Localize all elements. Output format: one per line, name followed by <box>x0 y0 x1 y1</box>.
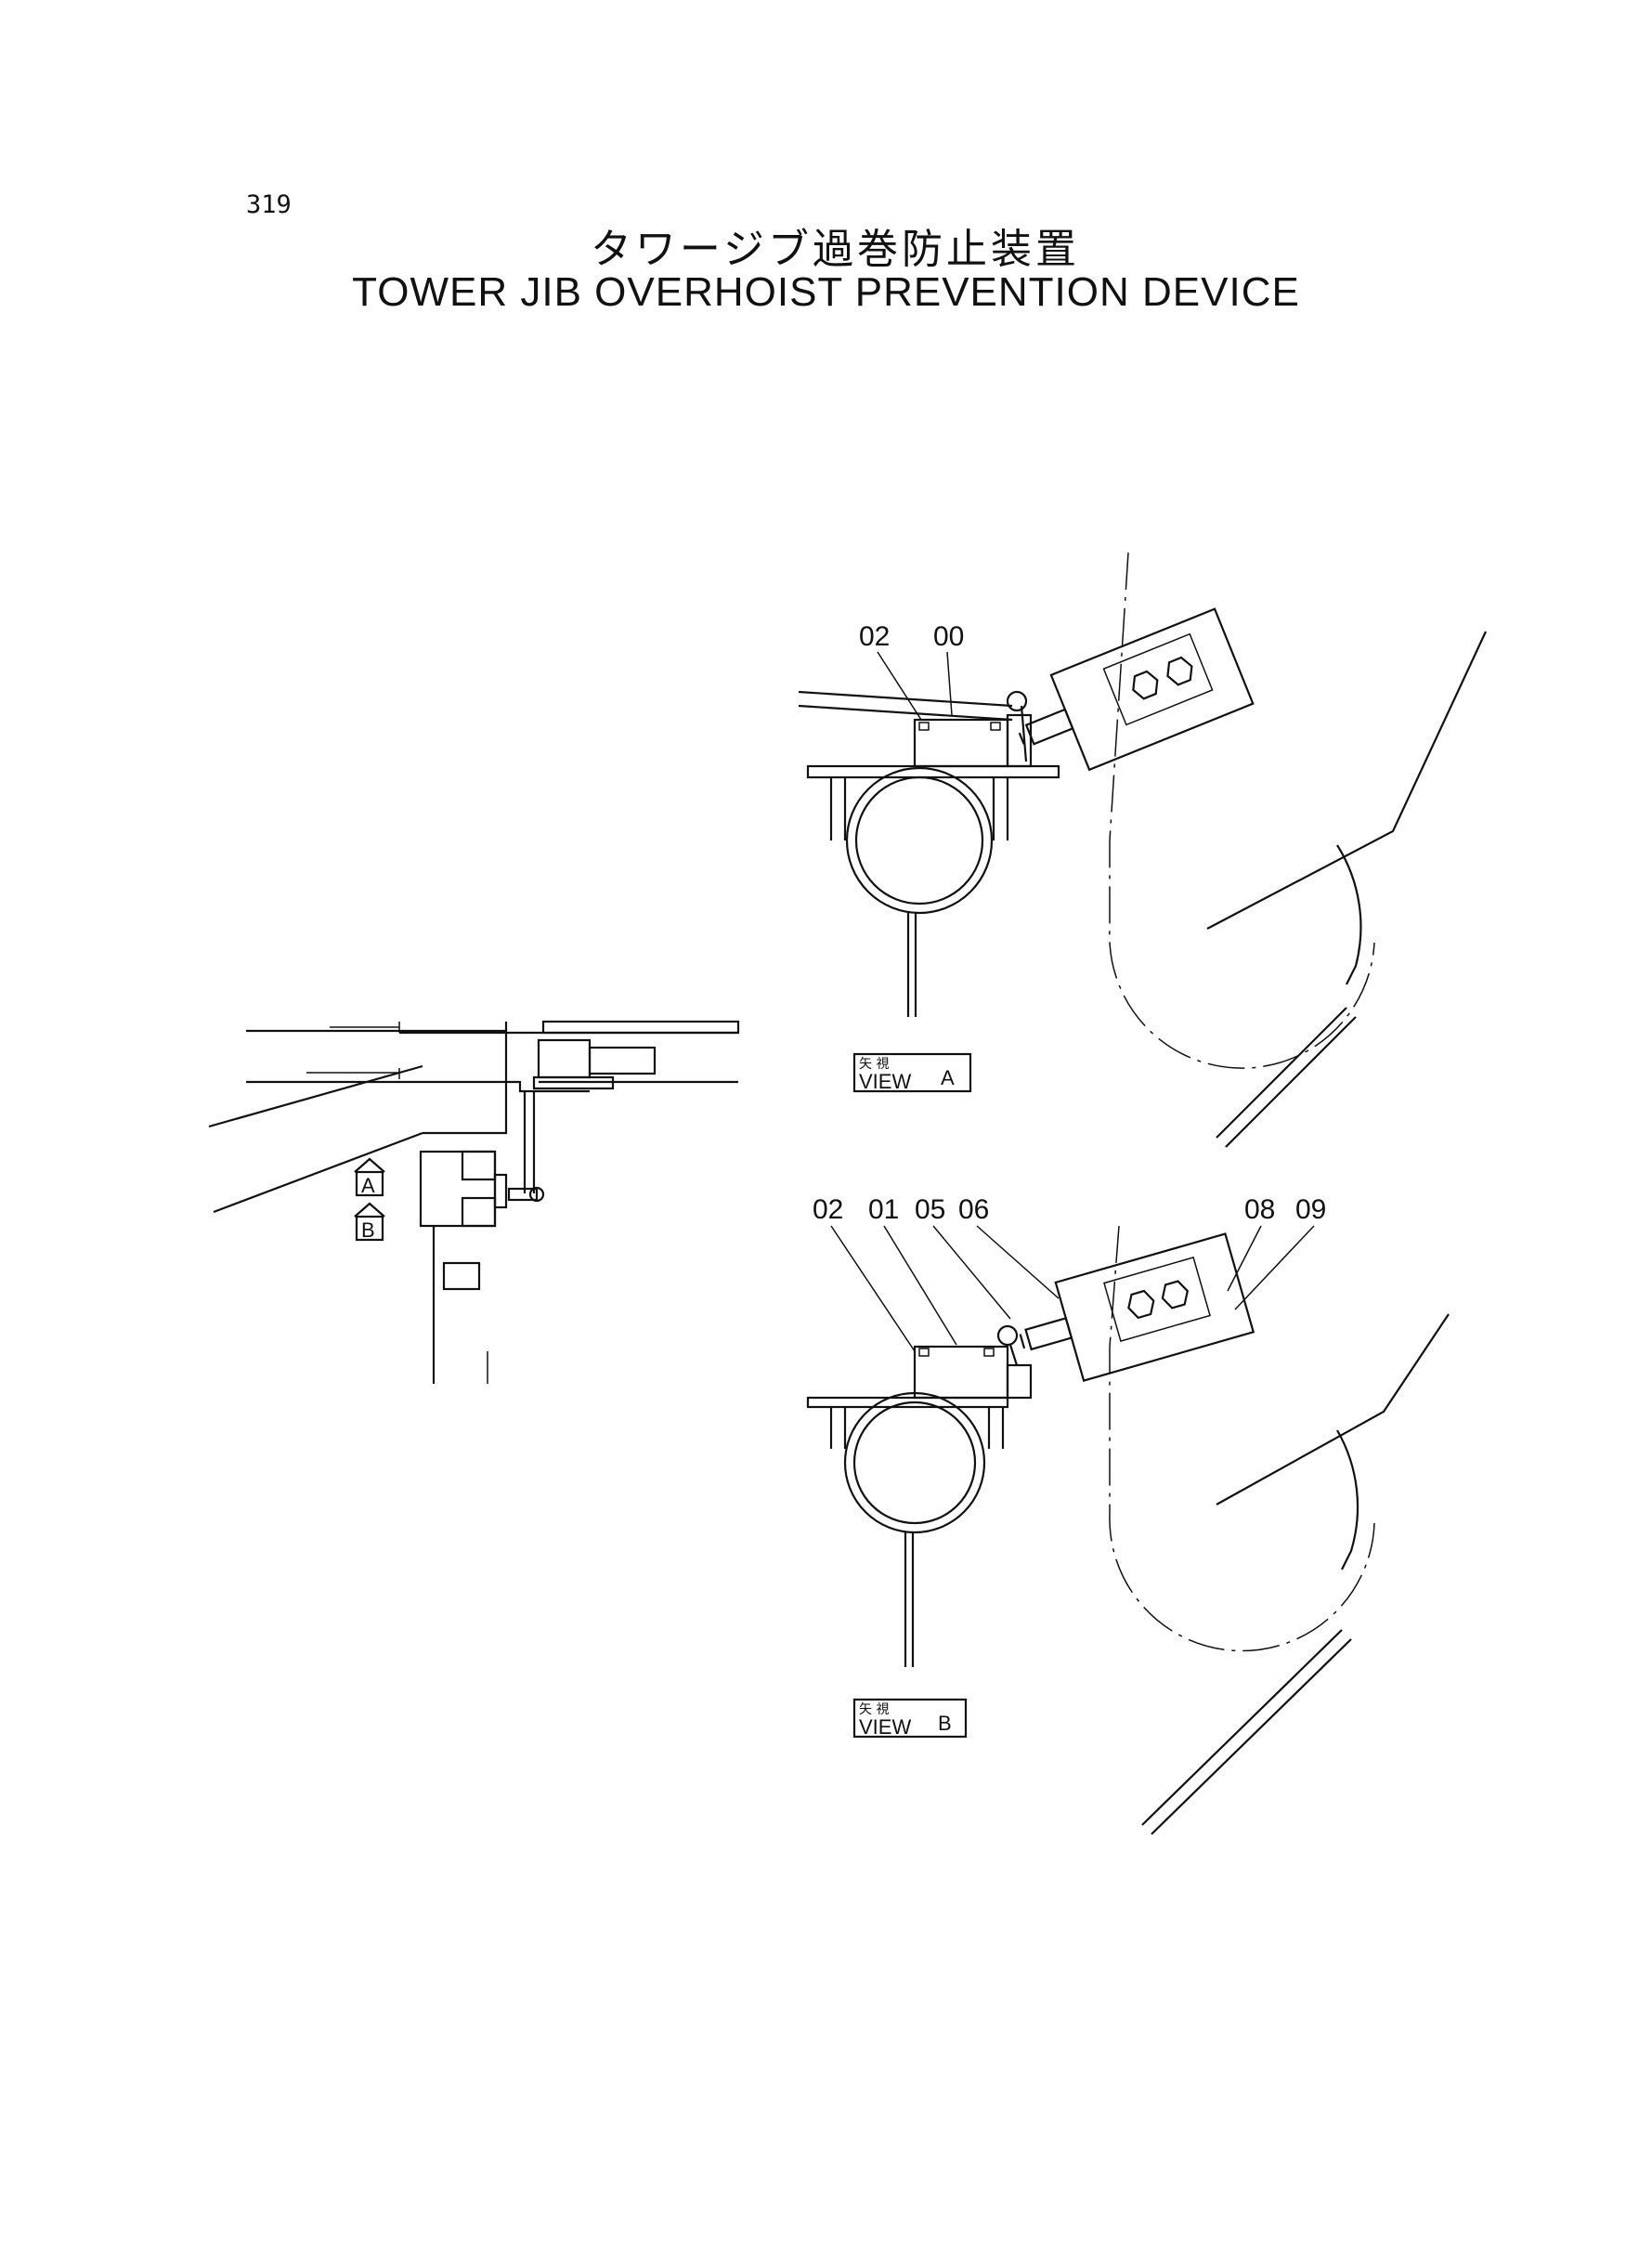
svg-text:A: A <box>941 1066 955 1089</box>
view-a-tag: 矢 視 VIEW A <box>852 1052 972 1093</box>
callout-01: 01 <box>868 1194 899 1225</box>
callout-09: 09 <box>1295 1194 1326 1225</box>
view-arrow-b: B <box>354 1202 385 1242</box>
svg-text:B: B <box>361 1218 375 1242</box>
callout-06: 06 <box>958 1194 989 1225</box>
view-arrow-a: A <box>354 1157 385 1197</box>
svg-text:A: A <box>361 1174 375 1197</box>
callout-02: 02 <box>813 1194 843 1225</box>
callout-05: 05 <box>915 1194 945 1225</box>
callout-00: 00 <box>933 621 964 652</box>
view-a-drawing: 02 00 <box>798 552 1487 1148</box>
page-number: 319 <box>246 190 292 219</box>
side-view: A B <box>208 1020 740 1384</box>
svg-text:VIEW: VIEW <box>859 1070 911 1093</box>
view-b-drawing: 02 01 05 06 08 09 <box>806 1194 1450 1835</box>
title-english: TOWER JIB OVERHOIST PREVENTION DEVICE <box>352 269 1300 315</box>
callout-08: 08 <box>1244 1194 1275 1225</box>
callout-02: 02 <box>859 621 890 652</box>
svg-text:矢 視: 矢 視 <box>859 1702 889 1717</box>
svg-text:矢 視: 矢 視 <box>859 1057 889 1072</box>
view-b-tag: 矢 視 VIEW B <box>852 1698 968 1739</box>
title-japanese: タワージブ過巻防止装置 <box>590 226 1081 273</box>
svg-text:B: B <box>938 1712 952 1735</box>
svg-text:VIEW: VIEW <box>859 1715 911 1739</box>
